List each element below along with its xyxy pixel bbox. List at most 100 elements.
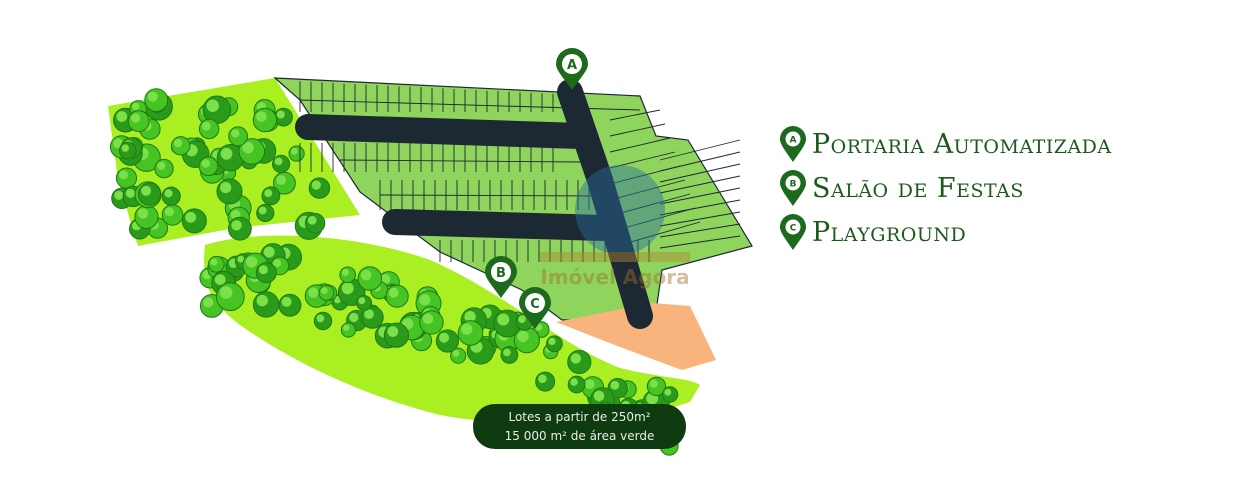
tree-highlight <box>256 111 267 122</box>
lot-line <box>609 165 681 185</box>
info-pill: Lotes a partir de 250m² 15 000 m² de áre… <box>473 404 686 449</box>
tree-highlight <box>538 374 547 384</box>
lot-line <box>609 137 671 153</box>
svg-text:C: C <box>790 224 797 234</box>
tree-highlight <box>276 175 287 185</box>
lot-line <box>339 159 581 163</box>
tree-highlight <box>584 379 595 389</box>
tree-highlight <box>119 170 128 180</box>
tree-highlight <box>263 246 275 258</box>
tree-highlight <box>185 211 197 223</box>
map-marker-c[interactable]: C <box>519 287 551 329</box>
tree-highlight <box>116 111 128 122</box>
tree-highlight <box>132 102 140 111</box>
tree-highlight <box>264 189 273 198</box>
orange-area <box>556 303 716 370</box>
tree-highlight <box>497 313 510 326</box>
svg-text:B: B <box>790 180 797 190</box>
map-markers: A BC <box>485 48 588 329</box>
tree-highlight <box>220 182 232 194</box>
tree-highlight <box>201 121 211 131</box>
lot-line <box>659 235 741 249</box>
lot-line <box>659 163 741 183</box>
legend-item-salao: B Salão de Festas <box>778 166 1112 210</box>
watermark-logo-text: Imóvel Agora <box>540 265 689 289</box>
tree-highlight <box>570 378 578 386</box>
lot-line <box>659 175 741 194</box>
tree-highlight <box>387 326 399 337</box>
lot-line <box>659 223 741 238</box>
tree-highlight <box>173 138 183 148</box>
tree-highlight <box>360 269 372 281</box>
road-lower <box>382 209 618 241</box>
lot-line <box>659 139 741 161</box>
watermark: Imóvel Agora <box>540 165 690 289</box>
tree-highlight <box>276 110 285 119</box>
tree-highlight <box>231 220 242 231</box>
map-marker-a[interactable]: A <box>556 48 588 90</box>
lot-line <box>659 211 741 227</box>
lot-line <box>609 109 661 121</box>
lot-line <box>609 123 666 137</box>
legend-label: Salão de Festas <box>812 172 1024 204</box>
tree-highlight <box>206 99 219 112</box>
tree-highlight <box>388 287 399 298</box>
tree-highlight <box>349 312 359 323</box>
tree-highlight <box>258 265 268 275</box>
watermark-circle <box>575 165 665 255</box>
tree-highlight <box>114 190 124 200</box>
tree-highlight <box>147 91 158 102</box>
tree-highlight <box>121 144 129 152</box>
road-main <box>557 79 653 329</box>
tree-highlight <box>242 141 254 154</box>
legend-item-portaria: A Portaria Automatizada <box>778 122 1112 166</box>
map-marker-b[interactable]: B <box>485 256 517 298</box>
tree-highlight <box>307 215 317 225</box>
lot-line <box>609 179 686 201</box>
tree-highlight <box>164 189 173 198</box>
watermark-bar <box>540 252 690 262</box>
lot-line <box>659 199 741 216</box>
lot-line <box>379 194 601 197</box>
tree-highlight <box>358 297 366 305</box>
tree-highlight <box>364 309 374 319</box>
tree-highlight <box>130 113 141 123</box>
tree-highlight <box>308 287 319 298</box>
green-area-text: 15 000 m² de área verde <box>504 428 655 443</box>
tree-highlight <box>220 147 233 160</box>
lot-line <box>609 151 676 169</box>
map-pin-c-icon: C <box>780 214 806 250</box>
tree-highlight <box>422 313 434 325</box>
lot-line <box>659 187 741 205</box>
tree-highlight <box>141 185 152 196</box>
tree-highlight <box>341 282 354 295</box>
tree-highlight <box>281 296 292 307</box>
map-pin-a-icon: A <box>780 126 806 162</box>
tree-highlight <box>273 259 282 268</box>
legend-label: Portaria Automatizada <box>812 128 1112 160</box>
tree-highlight <box>219 286 233 299</box>
lot-size-text: Lotes a partir de 250m² <box>508 409 651 424</box>
tree-highlight <box>203 297 214 308</box>
tree-highlight <box>320 287 328 294</box>
map-pin-b-icon: B <box>780 170 806 206</box>
road-upper <box>295 114 593 149</box>
tree-highlight <box>341 268 349 276</box>
lot-line <box>609 193 691 217</box>
tree-highlight <box>452 350 460 357</box>
tree-highlight <box>518 315 526 324</box>
tree-highlight <box>316 314 325 323</box>
tree-highlight <box>201 159 210 168</box>
tree-highlight <box>570 353 581 364</box>
tree-highlight <box>548 337 556 345</box>
tree-highlight <box>649 379 658 388</box>
tree-highlight <box>503 348 511 357</box>
tree-highlight <box>290 147 298 155</box>
tree-highlight <box>210 258 218 266</box>
tree-highlight <box>237 255 245 263</box>
tree-highlight <box>245 256 258 268</box>
tree-highlight <box>231 129 240 138</box>
tree-highlight <box>664 388 672 396</box>
tree-highlight <box>610 380 620 390</box>
tree-highlight <box>343 324 350 331</box>
